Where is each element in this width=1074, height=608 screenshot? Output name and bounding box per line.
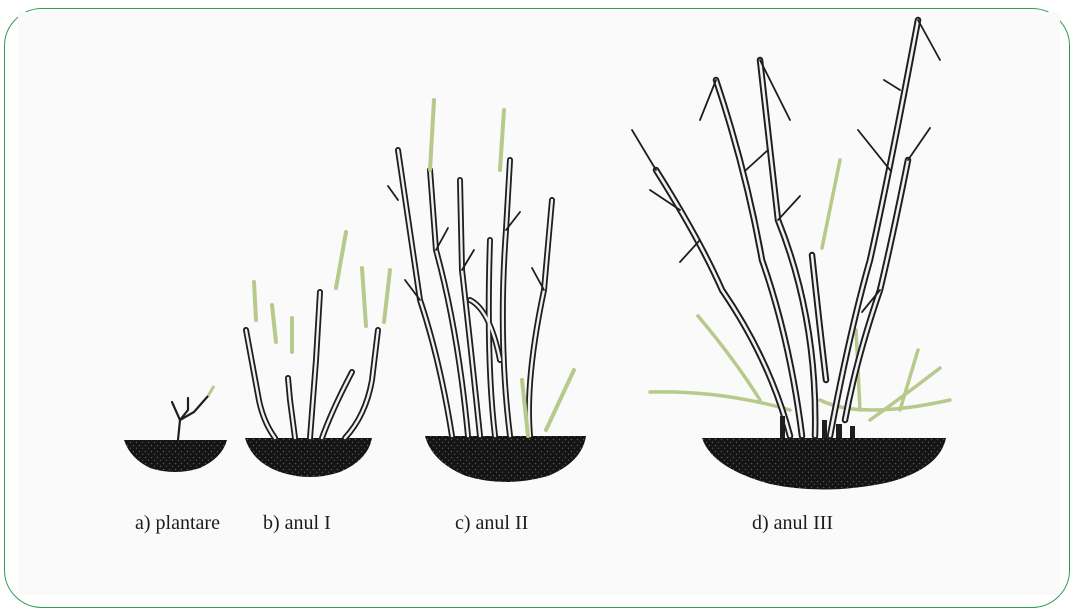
stage-c-new-shoot [546, 370, 574, 430]
stage-c-plant [388, 100, 586, 482]
stage-b-label: b) anul I [263, 512, 331, 535]
stage-d-plant [632, 20, 950, 490]
stage-c-new-shoot [430, 100, 434, 170]
stage-d-new-shoot [822, 160, 840, 248]
stage-b-new-shoot [272, 305, 276, 342]
stage-d-new-shoot [698, 316, 760, 400]
stage-b-plant [245, 232, 390, 477]
stage-d-new-shoot [900, 350, 918, 410]
stage-b-cane [246, 330, 275, 438]
stage-c-cane [470, 300, 500, 360]
stage-a-stem [180, 396, 208, 420]
stage-d-soil-mound [702, 438, 946, 490]
stage-b-soil-mound [245, 438, 372, 477]
stage-b-new-shoot [362, 268, 366, 326]
stage-a-soil-mound [124, 440, 227, 472]
stage-c-soil-mound [425, 436, 586, 482]
stage-d-label: d) anul III [752, 512, 833, 535]
stage-a-plant [124, 386, 227, 472]
stage-a-label: a) plantare [135, 512, 220, 535]
stage-a-new-shoot [208, 386, 214, 396]
stage-b-new-shoot [384, 270, 390, 322]
stage-d-new-shoot [650, 392, 790, 410]
stage-a-stem [172, 402, 180, 440]
stage-c-new-shoot [500, 110, 504, 170]
stage-b-new-shoot [336, 232, 346, 288]
pruning-diagram [0, 0, 1074, 595]
stage-b-cane [345, 330, 378, 438]
stage-c-label: c) anul II [455, 512, 528, 535]
stage-b-new-shoot [254, 282, 256, 320]
